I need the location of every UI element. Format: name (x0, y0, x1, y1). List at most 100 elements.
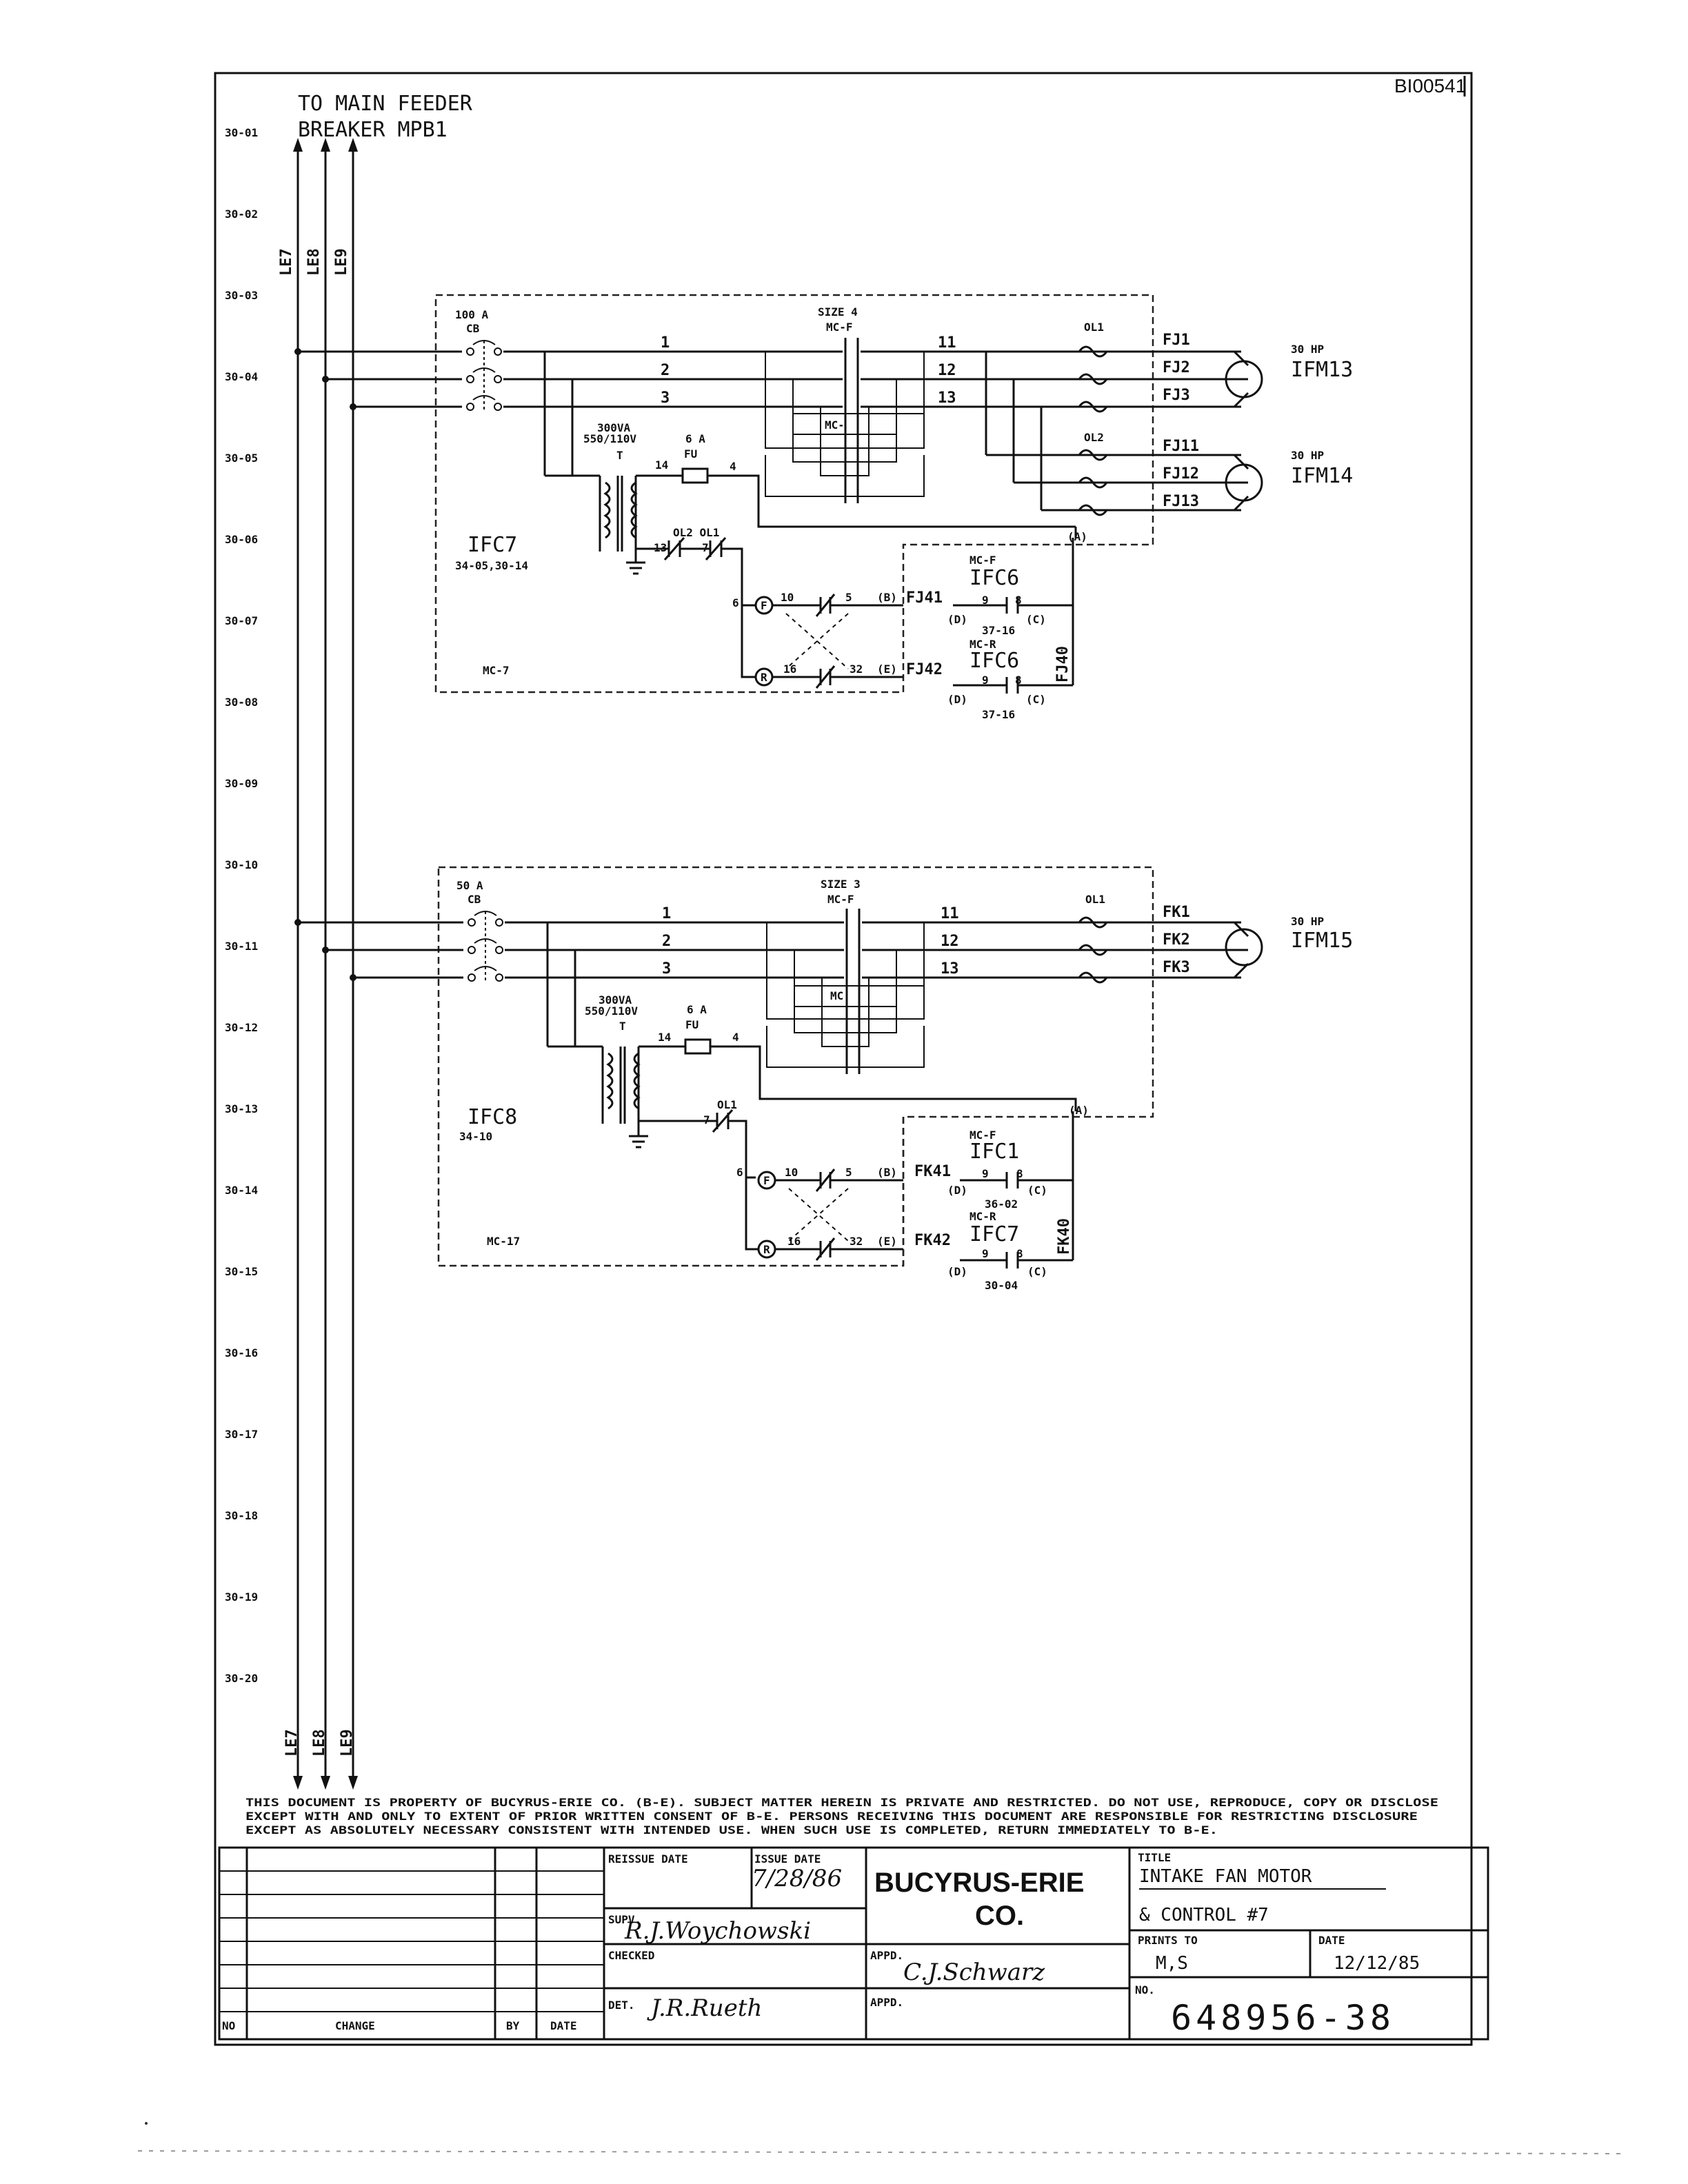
ext-c: (C) (1027, 1184, 1047, 1197)
pin-label: 8 (1015, 674, 1022, 687)
feeder-label: FK2 (1163, 931, 1190, 949)
wire-label: 1 (661, 334, 670, 352)
document-id: BI00541 (1394, 75, 1466, 97)
line-ref: 30-07 (225, 614, 258, 627)
wire-label: 6 (736, 1166, 743, 1179)
coil-r: R (763, 1243, 770, 1256)
drawing-title-line2: & CONTROL #7 (1139, 1905, 1269, 1925)
wire-label: 2 (661, 362, 670, 379)
coil-f: F (761, 599, 767, 612)
line-ref: 30-14 (225, 1184, 258, 1197)
interlock-contact-icon (788, 1169, 849, 1261)
wire-label: 32 (850, 663, 863, 676)
forward-contactor-label: MC-F (827, 893, 854, 906)
arrow-up-icon (321, 138, 330, 152)
checked-label: CHECKED (608, 1949, 654, 1962)
return-wire: FJ40 (1054, 646, 1072, 682)
title-label: TITLE (1138, 1851, 1171, 1864)
overload-2-label: OL2 (1084, 431, 1104, 444)
ext-r-wire: FK42 (914, 1232, 951, 1249)
motor1-hp: 30 HP (1291, 343, 1324, 356)
wire-label: 5 (845, 591, 852, 604)
wire-label: 14 (655, 458, 668, 472)
transformer-icon (599, 476, 645, 575)
nc-contact-icon (712, 1109, 734, 1133)
line-ref: 30-20 (225, 1672, 258, 1685)
interlock-contact-icon (785, 594, 849, 689)
motor-icon (1225, 463, 1263, 502)
ext-f-panel: IFC6 (969, 566, 1019, 590)
ext-c: (C) (1026, 613, 1046, 626)
wire-label: 13 (938, 390, 956, 407)
xfmr-volts: 550/110V (585, 1004, 638, 1018)
fuse-rating: 6 A (687, 1003, 707, 1016)
det-label: DET. (608, 1999, 635, 2012)
ol-contacts: OL2 OL1 (673, 526, 719, 539)
wire-label: 16 (783, 663, 796, 676)
ext-r-ref: 30-04 (985, 1279, 1018, 1292)
cb-rating: 50 A (456, 879, 483, 892)
overload-1-label: OL1 (1085, 893, 1105, 906)
ext-f-panel: IFC1 (969, 1140, 1019, 1164)
starter-size: SIZE 3 (821, 878, 861, 891)
col-change: CHANGE (335, 2019, 375, 2032)
circuit-breaker-icon (462, 340, 503, 412)
date-label: DATE (1318, 1934, 1345, 1947)
feeder-label: FJ12 (1163, 465, 1199, 483)
no-label: NO. (1135, 1983, 1155, 1996)
wire-label: 10 (785, 1166, 798, 1179)
feeder-label: FK3 (1163, 959, 1190, 976)
node-a: (A) (1067, 530, 1087, 543)
return-wire: FK40 (1056, 1218, 1073, 1255)
line-ref: 30-09 (225, 777, 258, 790)
panel-boundary (434, 294, 1154, 694)
ext-f-wire: FK41 (914, 1163, 951, 1180)
line-ref: 30-02 (225, 208, 258, 221)
starter-size: SIZE 4 (818, 305, 858, 318)
fuse-icon (684, 1038, 712, 1055)
overload-icon (1078, 449, 1108, 516)
ext-c: (C) (1027, 1265, 1047, 1278)
wire-label: 12 (941, 933, 959, 950)
line-reference-column: 30-01 30-02 30-03 30-04 30-05 30-06 30-0… (225, 126, 258, 1685)
issue-date: 7/28/86 (752, 1865, 842, 1892)
ext-d: (D) (947, 1265, 967, 1278)
col-date: DATE (550, 2019, 577, 2032)
feeder-label: FJ2 (1163, 359, 1190, 376)
notice-line: EXCEPT WITH AND ONLY TO EXTENT OF PRIOR … (245, 1810, 1418, 1823)
cb-label: CB (466, 322, 480, 335)
feeder-label: FJ13 (1163, 493, 1199, 510)
overload-icon (1078, 345, 1108, 413)
line-ref: 30-03 (225, 289, 258, 302)
arrow-up-icon (348, 138, 358, 152)
notice-line: EXCEPT AS ABSOLUTELY NECESSARY CONSISTEN… (245, 1823, 1218, 1837)
ext-r-contactor: MC-R (969, 638, 996, 651)
wire-label: 10 (781, 591, 794, 604)
transformer-icon (601, 1046, 648, 1149)
motor-icon (1225, 360, 1263, 398)
bus-label-le8: LE8 (311, 1729, 328, 1757)
pin-label: 9 (982, 1247, 989, 1260)
wire-label: 12 (938, 362, 956, 379)
line-ref: 30-10 (225, 858, 258, 871)
supv-label: SUPV. (608, 1913, 641, 1926)
panel-ref: 34-05,30-14 (455, 559, 528, 572)
supv-signature: R.J.Woychowski (624, 1917, 811, 1945)
sheet-border (214, 72, 1473, 2046)
panel-ref: 34-10 (459, 1130, 492, 1143)
node-a: (A) (1069, 1104, 1089, 1117)
feeder-note-line2: BREAKER MPB1 (298, 118, 448, 142)
line-ref: 30-16 (225, 1346, 258, 1359)
ext-r-panel: IFC7 (969, 1222, 1019, 1246)
date-value: 12/12/85 (1334, 1953, 1420, 1974)
title-block: NO CHANGE BY DATE REISSUE DATE ISSUE DAT… (218, 1846, 1489, 2041)
node-b: (B) (877, 1166, 897, 1179)
nc-contact-icon (663, 537, 727, 560)
feeder-label: FJ3 (1163, 387, 1190, 404)
main-bus: LE7 LE8 LE9 LE7 LE8 LE9 (278, 138, 358, 1790)
forward-contactor-label: MC-F (826, 321, 853, 334)
line-ref: 30-17 (225, 1428, 258, 1441)
arrow-down-icon (293, 1776, 303, 1790)
wire-label: 2 (662, 933, 671, 950)
overload-icon (1078, 916, 1108, 984)
